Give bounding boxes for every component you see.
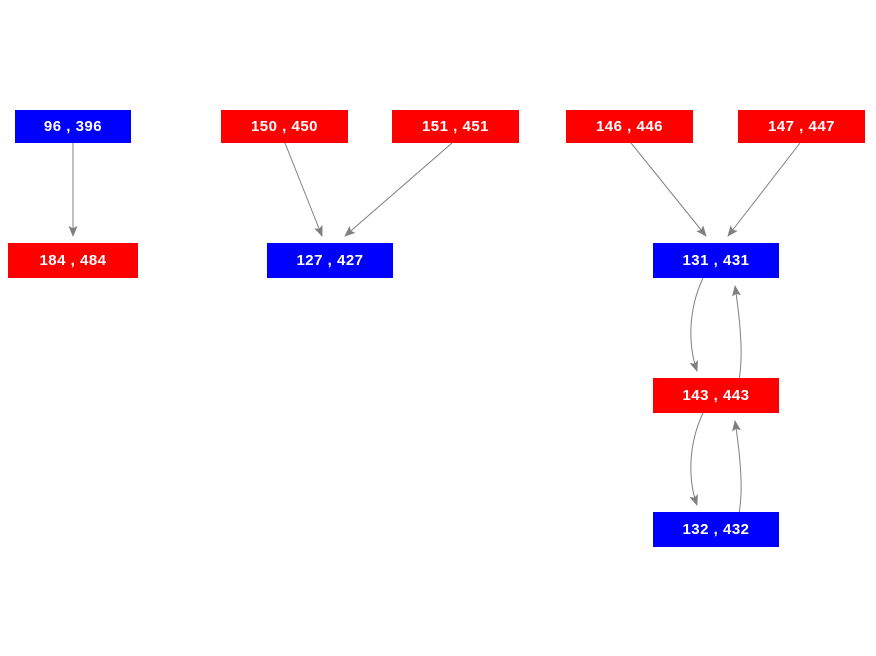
- graph-node[interactable]: 146 , 446: [566, 110, 693, 143]
- graph-edge: [630, 142, 707, 237]
- graph-node[interactable]: 184 , 484: [8, 243, 138, 278]
- graph-node[interactable]: 143 , 443: [653, 378, 779, 413]
- graph-node[interactable]: 96 , 396: [15, 110, 131, 143]
- graph-edge: [284, 142, 323, 237]
- graph-edge: [344, 142, 453, 237]
- graph-edge: [727, 142, 801, 237]
- graph-node[interactable]: 132 , 432: [653, 512, 779, 547]
- graph-node[interactable]: 127 , 427: [267, 243, 393, 278]
- graph-node[interactable]: 147 , 447: [738, 110, 865, 143]
- graph-edge: [689, 412, 704, 506]
- graph-node[interactable]: 131 , 431: [653, 243, 779, 278]
- graph-node[interactable]: 151 , 451: [392, 110, 519, 143]
- graph-edge: [689, 277, 704, 372]
- graph-node[interactable]: 150 , 450: [221, 110, 348, 143]
